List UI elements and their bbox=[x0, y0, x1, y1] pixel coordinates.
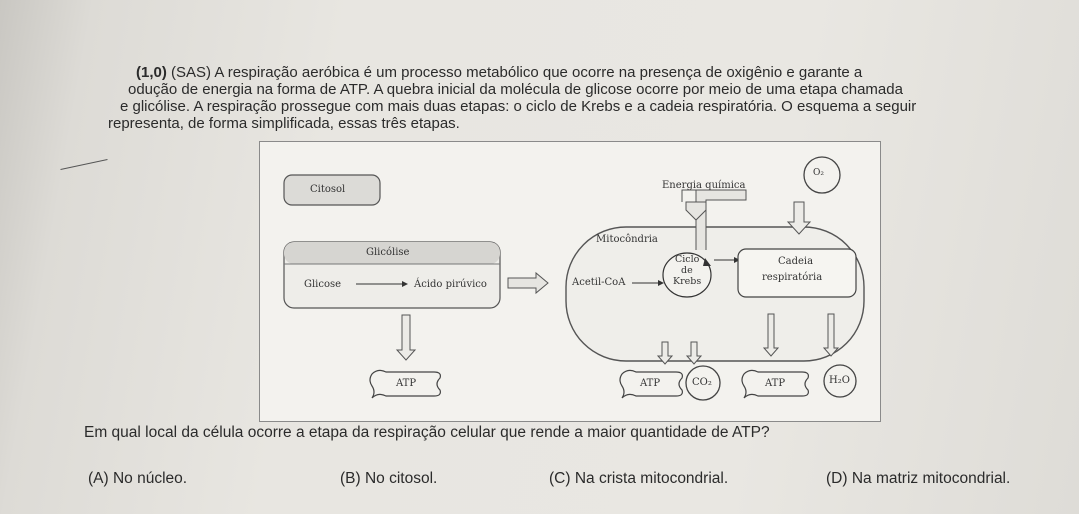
score-label: (1,0) bbox=[136, 64, 167, 81]
question-text: Em qual local da célula ocorre a etapa d… bbox=[84, 424, 770, 441]
atp-label-glicolise: ATP bbox=[396, 378, 417, 389]
h2o-label: H₂O bbox=[829, 375, 850, 386]
citosol-label: Citosol bbox=[310, 184, 346, 195]
statement-line-1: (1,0) (SAS) A respiração aeróbica é um p… bbox=[136, 64, 863, 81]
glicolise-label: Glicólise bbox=[366, 247, 410, 258]
energia-quimica-label: Energia química bbox=[662, 180, 746, 191]
glicose-label: Glicose bbox=[304, 279, 342, 290]
statement-line-2: odução de energia na forma de ATP. A que… bbox=[128, 81, 903, 98]
acido-piruvico-label: Ácido pirúvico bbox=[414, 279, 487, 290]
cadeia-label-2: respiratória bbox=[762, 272, 823, 283]
co2-label: CO₂ bbox=[692, 377, 712, 388]
cadeia-label-1: Cadeia bbox=[778, 256, 814, 267]
mitocondria-label: Mitocôndria bbox=[596, 234, 658, 245]
ciclo-label-1: Ciclo bbox=[675, 254, 700, 265]
option-b[interactable]: (B) No citosol. bbox=[340, 470, 438, 487]
statement-line-3: e glicólise. A respiração prossegue com … bbox=[120, 98, 917, 115]
option-c[interactable]: (C) Na crista mitocondrial. bbox=[549, 470, 729, 487]
diagram-shapes bbox=[283, 156, 865, 401]
acetil-coa-label: Acetil-CoA bbox=[572, 277, 626, 288]
option-d[interactable]: (D) Na matriz mitocondrial. bbox=[826, 470, 1011, 487]
respiration-diagram: Citosol Energia química O₂ Mitocôndria G… bbox=[259, 141, 881, 422]
ciclo-label-3: Krebs bbox=[673, 276, 702, 287]
atp-label-krebs: ATP bbox=[640, 378, 661, 389]
atp-label-cadeia: ATP bbox=[765, 378, 786, 389]
statement-line-4: representa, de forma simplificada, essas… bbox=[108, 115, 460, 132]
pencil-mark bbox=[60, 159, 108, 170]
ciclo-label-2: de bbox=[681, 265, 693, 276]
option-a[interactable]: (A) No núcleo. bbox=[88, 470, 188, 487]
o2-label: O₂ bbox=[813, 168, 824, 178]
